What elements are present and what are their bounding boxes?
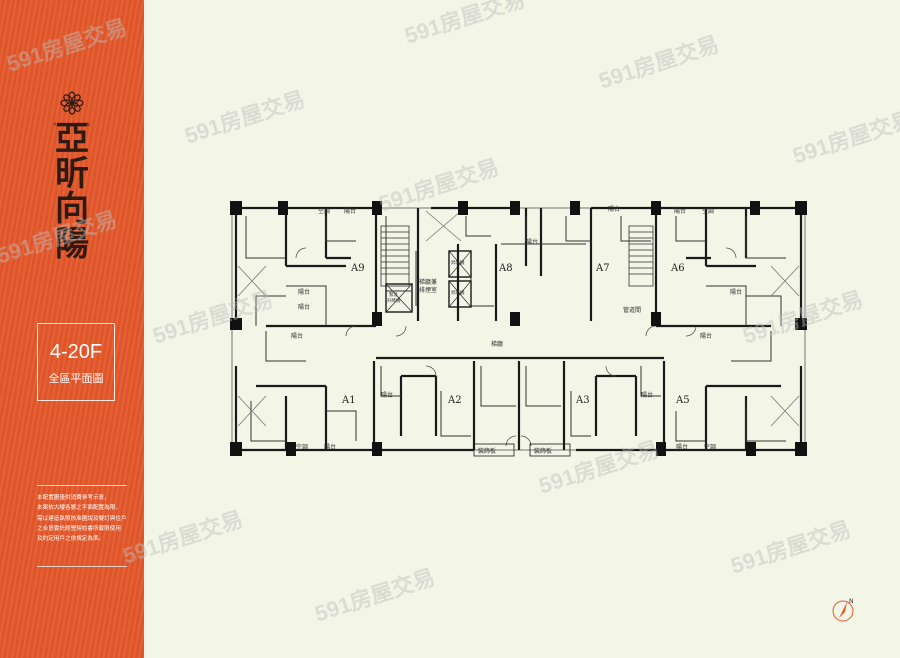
room-label-aircon: 空調: [702, 207, 714, 215]
room-label-balcony: 陽台: [381, 391, 393, 399]
watermark: 591房屋交易: [595, 31, 722, 94]
unit-label-a2: A2: [447, 395, 462, 406]
floor-plan: A9 A8 A7 A6 A1 A2 A3 A5 空調 陽台 陽台 空調 陽台 陽…: [230, 201, 807, 457]
brand-logo: PARK MANSION: [50, 90, 94, 127]
room-label-balcony: 陽台: [291, 332, 303, 340]
floor-description: 全區平面圖: [48, 372, 104, 385]
logo-text: PARK MANSION: [53, 122, 91, 127]
room-label-aircon: 空調: [296, 443, 308, 451]
unit-label-a7: A7: [595, 263, 610, 274]
unit-label-a6: A6: [670, 263, 685, 274]
unit-label-a8: A8: [498, 263, 513, 274]
room-label-balcony: 陽台: [298, 303, 310, 311]
project-name-char: 亞: [55, 119, 89, 159]
divider: [37, 566, 127, 567]
elevator-label: 緊急: [389, 291, 398, 298]
floor-number: 4-20F: [49, 341, 103, 363]
room-label-deco: 裝飾板: [534, 447, 552, 455]
project-name-char: 陽: [55, 224, 89, 264]
watermark: 591房屋交易: [181, 86, 308, 149]
note-line: 及約定用戶之依規定為準。: [37, 536, 105, 543]
disclaimer-notes: 本配置圖僅供消費參考示意， 本案依大樓各層之平面配置為限， 需以建造執照核准圖說…: [37, 493, 131, 544]
room-label-deco: 裝飾板: [478, 447, 496, 455]
flower-logo-icon: [60, 91, 84, 115]
room-label-balcony: 陽台: [676, 443, 688, 451]
room-label-aircon: 空調: [704, 443, 716, 451]
room-label-balcony: 陽台: [526, 238, 538, 246]
floor-label-box: 4-20F 全區平面圖: [37, 323, 115, 401]
elevator-label: 升降機: [387, 297, 401, 304]
watermark: 591房屋交易: [401, 0, 528, 49]
room-label-pipe: 管道間: [623, 306, 641, 314]
compass-icon: N: [832, 598, 854, 622]
room-label-balcony: 陽台: [674, 207, 686, 215]
room-label-lobby: 排煙室: [419, 286, 437, 294]
project-name: 亞 昕 向 陽: [52, 122, 92, 262]
note-line: 本案依大樓各層之平面配置為限，: [37, 505, 121, 512]
room-label-lobby: 梯廳兼: [419, 278, 437, 286]
watermark: 591房屋交易: [311, 564, 438, 627]
room-label-balcony: 陽台: [344, 207, 356, 215]
elevator-label: 昇降機: [451, 259, 465, 266]
room-label-corridor: 梯廳: [491, 340, 503, 348]
room-label-balcony: 陽台: [298, 288, 310, 296]
project-name-char: 昕: [55, 154, 89, 194]
room-label-balcony: 陽台: [641, 391, 653, 399]
room-label-balcony: 陽台: [730, 288, 742, 296]
note-line: 本配置圖僅供消費參考示意，: [37, 495, 110, 501]
sidebar: PARK MANSION 亞 昕 向 陽 4-20F 全區平面圖 本配置圖僅供消…: [0, 0, 144, 658]
unit-label-a1: A1: [341, 395, 356, 406]
project-name-char: 向: [55, 189, 89, 229]
note-line: 需以建造執照核准圖說及擬訂與住戶: [37, 515, 127, 522]
note-line: 之合意委託經營契約書所載限使用: [37, 525, 121, 532]
watermark: 591房屋交易: [727, 516, 854, 579]
room-label-balcony: 陽台: [324, 443, 336, 451]
room-label-aircon: 空調: [318, 207, 330, 215]
elevator-label: 昇降機: [451, 289, 465, 296]
watermark: 591房屋交易: [789, 106, 900, 169]
room-label-balcony: 陽台: [700, 332, 712, 340]
compass-north-label: N: [849, 598, 854, 605]
room-label-balcony: 陽台: [608, 205, 620, 213]
unit-label-a3: A3: [575, 395, 590, 406]
unit-label-a5: A5: [675, 395, 690, 406]
unit-label-a9: A9: [350, 263, 365, 274]
divider: [37, 485, 127, 486]
